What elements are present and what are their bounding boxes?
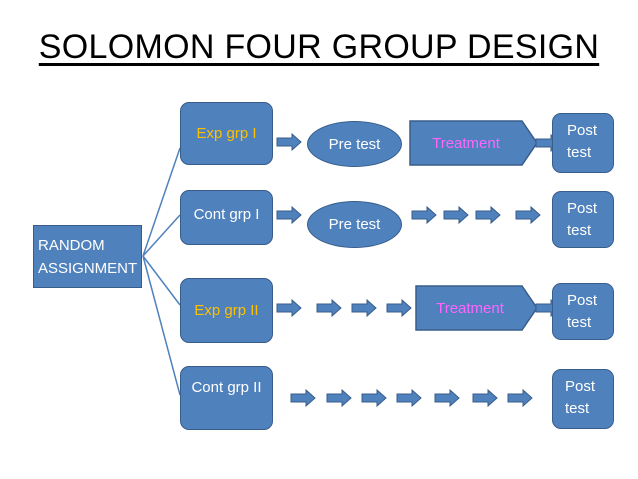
pre-test-oval-1: Pre test <box>307 121 402 167</box>
flow-arrow-17 <box>434 388 460 408</box>
post-test-box-4: Post test <box>552 369 614 429</box>
post-test-box-2: Post test <box>552 191 614 248</box>
flow-arrow-9 <box>316 298 342 318</box>
group-box-cont-2: Cont grp II <box>180 366 273 430</box>
treatment-label-1: Treatment <box>432 134 500 152</box>
post-test-line-1: Post <box>565 378 596 395</box>
post-test-line-2: test <box>567 144 592 161</box>
post-test-line-1: Post <box>567 122 598 139</box>
flow-arrow-18 <box>472 388 498 408</box>
post-test-line-2: test <box>567 314 592 331</box>
flow-arrow-5 <box>443 205 469 225</box>
flow-arrow-4 <box>411 205 437 225</box>
branch-line-3 <box>142 255 181 306</box>
flow-arrow-10 <box>351 298 377 318</box>
post-test-line-2: test <box>567 222 592 239</box>
post-test-line-2: test <box>565 400 590 417</box>
diagram-title: SOLOMON FOUR GROUP DESIGN <box>38 28 600 66</box>
group-label-cont-2: Cont grp II <box>191 379 262 396</box>
treatment-shape-1 <box>409 120 538 166</box>
flow-arrow-13 <box>290 388 316 408</box>
random-assignment-line-2: ASSIGNMENT <box>38 260 138 277</box>
branch-line-1 <box>142 147 181 257</box>
pre-test-label-2: Pre test <box>328 216 381 233</box>
flow-arrow-1 <box>276 132 302 152</box>
post-test-line-1: Post <box>567 292 598 309</box>
group-label-cont-1: Cont grp I <box>193 206 260 223</box>
treatment-shape-2 <box>415 285 538 331</box>
group-box-cont-1: Cont grp I <box>180 190 273 245</box>
flow-arrow-7 <box>515 205 541 225</box>
group-box-exp-1: Exp grp I <box>180 102 273 165</box>
branch-lines <box>142 147 181 396</box>
flow-arrow-6 <box>475 205 501 225</box>
flow-arrow-11 <box>386 298 412 318</box>
branch-line-4 <box>142 255 181 396</box>
treatment-label-2: Treatment <box>436 299 504 317</box>
random-assignment-line-1: RANDOM <box>38 237 105 254</box>
post-test-box-3: Post test <box>552 283 614 340</box>
group-label-exp-1: Exp grp I <box>196 125 257 142</box>
group-label-exp-2: Exp grp II <box>194 302 259 319</box>
post-test-box-1: Post test <box>552 113 614 173</box>
flow-arrow-15 <box>361 388 387 408</box>
flow-arrow-14 <box>326 388 352 408</box>
pre-test-oval-2: Pre test <box>307 201 402 248</box>
flow-arrow-3 <box>276 205 302 225</box>
flow-arrow-16 <box>396 388 422 408</box>
flow-arrow-19 <box>507 388 533 408</box>
post-test-line-1: Post <box>567 200 598 217</box>
pre-test-label-1: Pre test <box>328 135 381 153</box>
branch-line-2 <box>142 214 181 257</box>
flow-arrow-8 <box>276 298 302 318</box>
random-assignment-box: RANDOM ASSIGNMENT <box>33 225 142 288</box>
flow-arrows <box>276 132 561 408</box>
group-box-exp-2: Exp grp II <box>180 278 273 343</box>
